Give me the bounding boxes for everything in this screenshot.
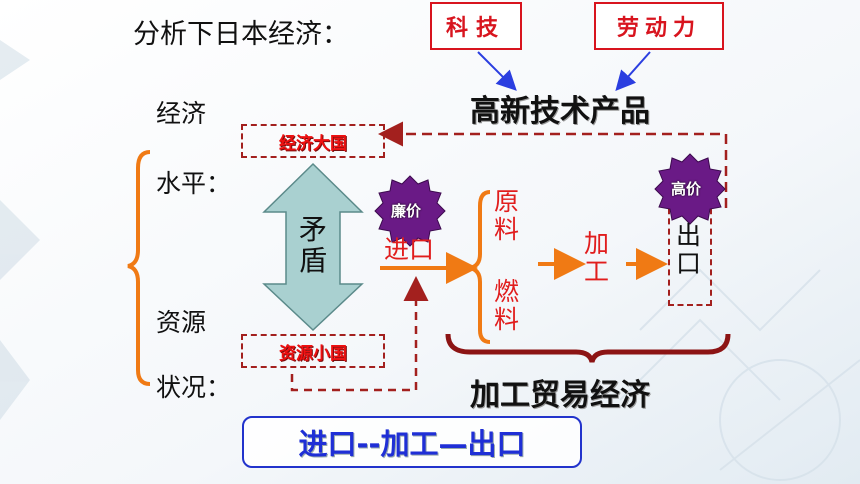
product-title: 高新技术产品 [470,94,650,129]
high-badge-star [654,153,726,225]
resource-poor-box: 资源小国 [241,334,385,368]
raw-material-label: 原 料 [494,187,520,244]
tech-box: 科技 [430,2,522,50]
tech-arrow [477,51,517,91]
resource-label-2: 状况： [156,373,232,402]
resource-dashed-line [290,276,429,392]
contradiction-arrow [262,162,364,332]
process-label: 加 工 [584,229,610,286]
labor-box: 劳动力 [594,2,724,50]
labor-arrow [615,51,651,91]
cheap-badge: 廉价 [391,202,422,220]
fuel-label: 燃 料 [494,277,520,334]
resource-label: 资源 [156,308,207,337]
contradiction-text: 矛 盾 [299,213,328,278]
flow-summary-box: 进口--加工—出口 [242,416,582,468]
bottom-brace [445,333,731,363]
materials-brace [469,190,491,344]
high-price-badge: 高价 [671,180,702,198]
export-label: 出 口 [676,221,702,278]
trade-economy-title: 加工贸易经济 [470,378,650,413]
economy-label: 经济 [156,99,207,128]
cheap-badge-star [374,175,446,247]
left-brace [127,150,151,386]
import-label: 进口 [384,235,435,264]
feedback-dashed-line [378,121,728,208]
page-title: 分析下日本经济： [133,19,349,50]
economy-label-2: 水平： [156,169,232,198]
